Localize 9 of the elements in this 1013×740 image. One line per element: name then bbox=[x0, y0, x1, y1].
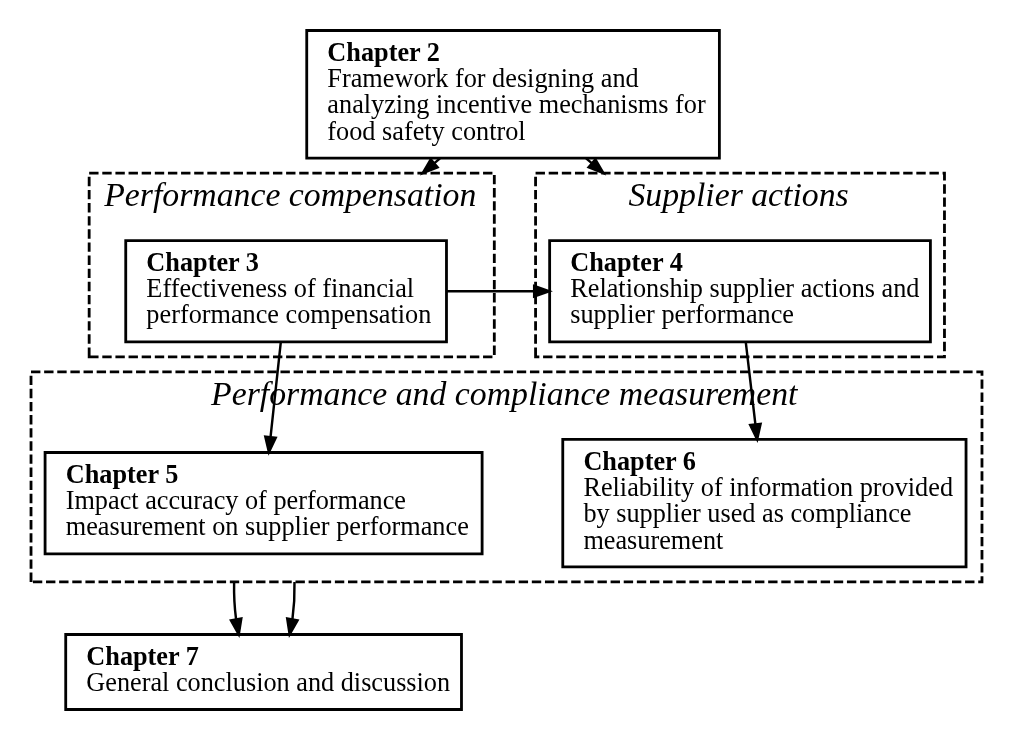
node-box: Chapter 4 Relationship supplier actions and supplier performance bbox=[548, 239, 932, 344]
arrow bbox=[446, 284, 553, 299]
node-box: Chapter 3 Effectiveness of financial performance compensation bbox=[124, 239, 448, 344]
node-box: Chapter 6 Reliability of information provided by supplier used as compliance measurement bbox=[561, 438, 968, 569]
node-box: Chapter 7 General conclusion and discussion bbox=[64, 633, 463, 711]
node-box: Chapter 5 Impact accuracy of performance measurement on supplier performance bbox=[43, 451, 484, 556]
arrow bbox=[229, 581, 243, 638]
node-box: Chapter 2 Framework for designing and analyzing incentive mechanisms for food safety control bbox=[305, 29, 721, 160]
arrow bbox=[285, 581, 300, 638]
